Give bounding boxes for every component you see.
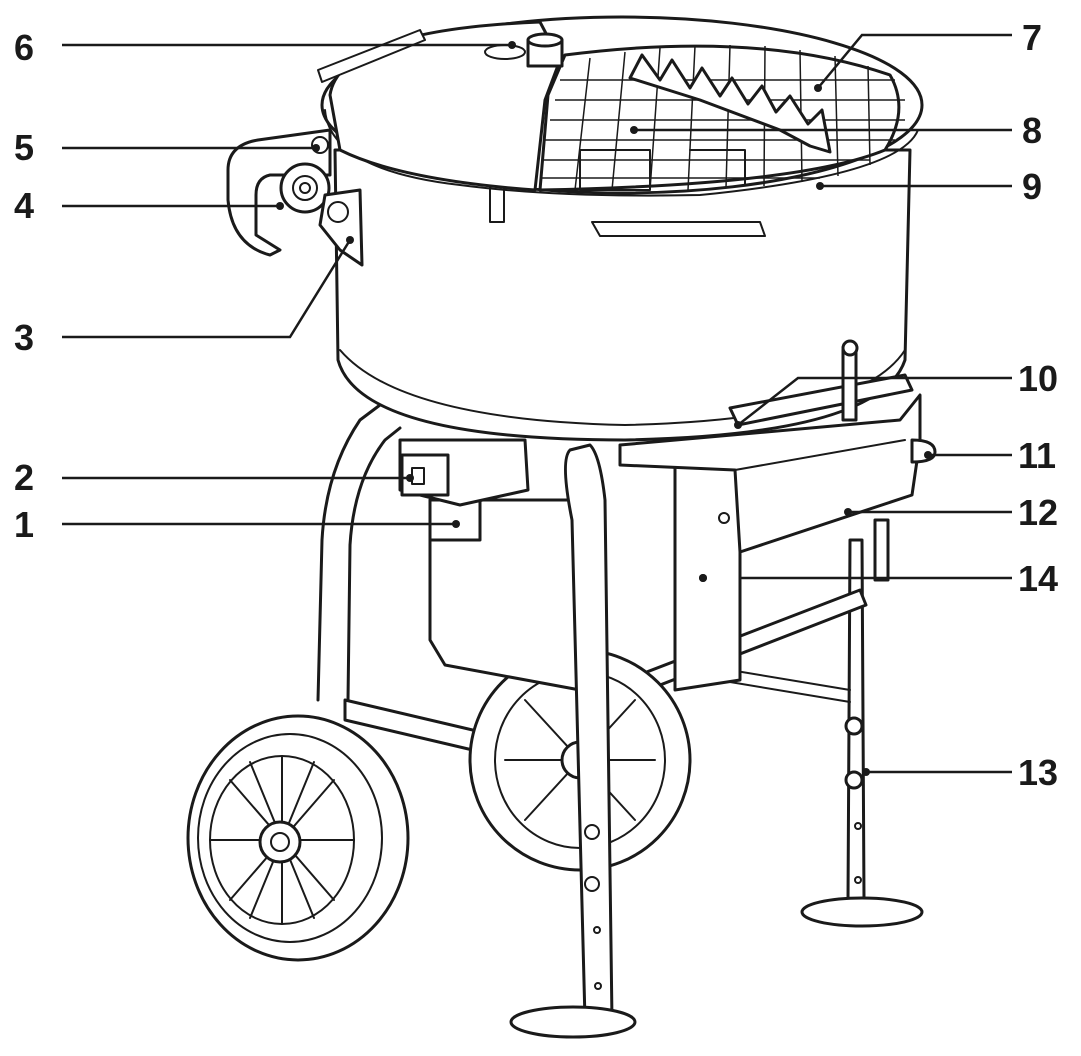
callout-4: 4 xyxy=(14,185,34,226)
callout-11: 11 xyxy=(1018,435,1056,476)
drum-handle xyxy=(591,221,766,237)
callout-7: 7 xyxy=(1022,17,1042,58)
vent-cap xyxy=(484,44,526,60)
lid-hinge-assembly xyxy=(226,128,364,267)
front-foot-pad xyxy=(509,1005,637,1039)
callout-5: 5 xyxy=(14,127,34,168)
motor-mount xyxy=(428,498,482,542)
control-box xyxy=(673,463,742,692)
motor-switch xyxy=(398,438,530,507)
front-wheel xyxy=(186,714,410,962)
frame-left-tube xyxy=(316,403,382,702)
callout-14: 14 xyxy=(1018,558,1058,599)
rear-foot-pad xyxy=(800,896,924,928)
safety-grid xyxy=(538,44,901,192)
callout-6: 6 xyxy=(14,27,34,68)
chute-handle xyxy=(910,438,937,464)
leader-lines xyxy=(62,33,1012,776)
callout-3: 3 xyxy=(14,317,34,358)
callout-1: 1 xyxy=(14,504,34,545)
leg-lock-bolts xyxy=(844,716,864,884)
leader-3 xyxy=(62,239,352,339)
front-leg xyxy=(509,443,637,1039)
callout-9: 9 xyxy=(1022,166,1042,207)
callout-10: 10 xyxy=(1018,358,1058,399)
lid xyxy=(317,15,924,197)
leader-7 xyxy=(817,33,1012,89)
leader-10 xyxy=(737,376,1012,426)
callout-12: 12 xyxy=(1018,492,1058,533)
crusher-blade xyxy=(628,53,832,154)
callout-labels: 6 5 4 3 2 1 7 8 9 10 11 12 14 13 xyxy=(14,17,1058,793)
callout-8: 8 xyxy=(1022,110,1042,151)
side-handle-bracket xyxy=(226,128,332,257)
callout-13: 13 xyxy=(1018,752,1058,793)
chute-lever xyxy=(841,348,858,422)
callout-2: 2 xyxy=(14,457,34,498)
motor-housing xyxy=(428,463,742,692)
